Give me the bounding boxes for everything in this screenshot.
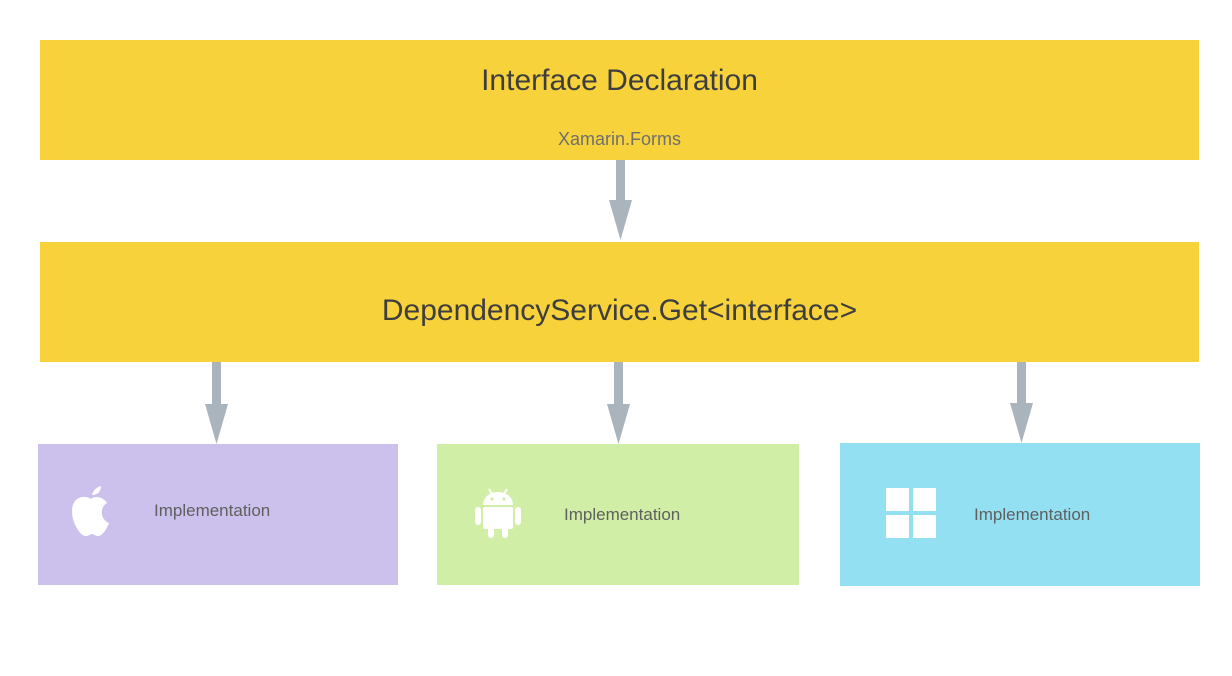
interface-declaration-box: Interface Declaration Xamarin.Forms [40,40,1199,160]
windows-implementation-label: Implementation [974,505,1091,524]
android-implementation-box: Implementation [437,444,799,585]
arrow-middle-to-ios [205,362,228,444]
interface-declaration-title: Interface Declaration [481,64,758,97]
arrow-middle-to-windows [1010,362,1033,443]
arrow-top-to-middle [609,160,632,240]
arrow-middle-to-android [607,362,630,444]
ios-implementation-box: Implementation [38,444,398,585]
windows-implementation-box: Implementation [840,443,1200,586]
windows-icon [886,488,936,543]
android-implementation-label: Implementation [564,505,681,524]
dependency-service-title: DependencyService.Get<interface> [381,294,858,327]
ios-implementation-label: Implementation [154,501,271,520]
apple-icon [70,486,112,541]
xamarin-forms-subtitle: Xamarin.Forms [557,129,682,149]
dependency-service-box: DependencyService.Get<interface> [40,242,1199,362]
android-icon [475,488,521,543]
